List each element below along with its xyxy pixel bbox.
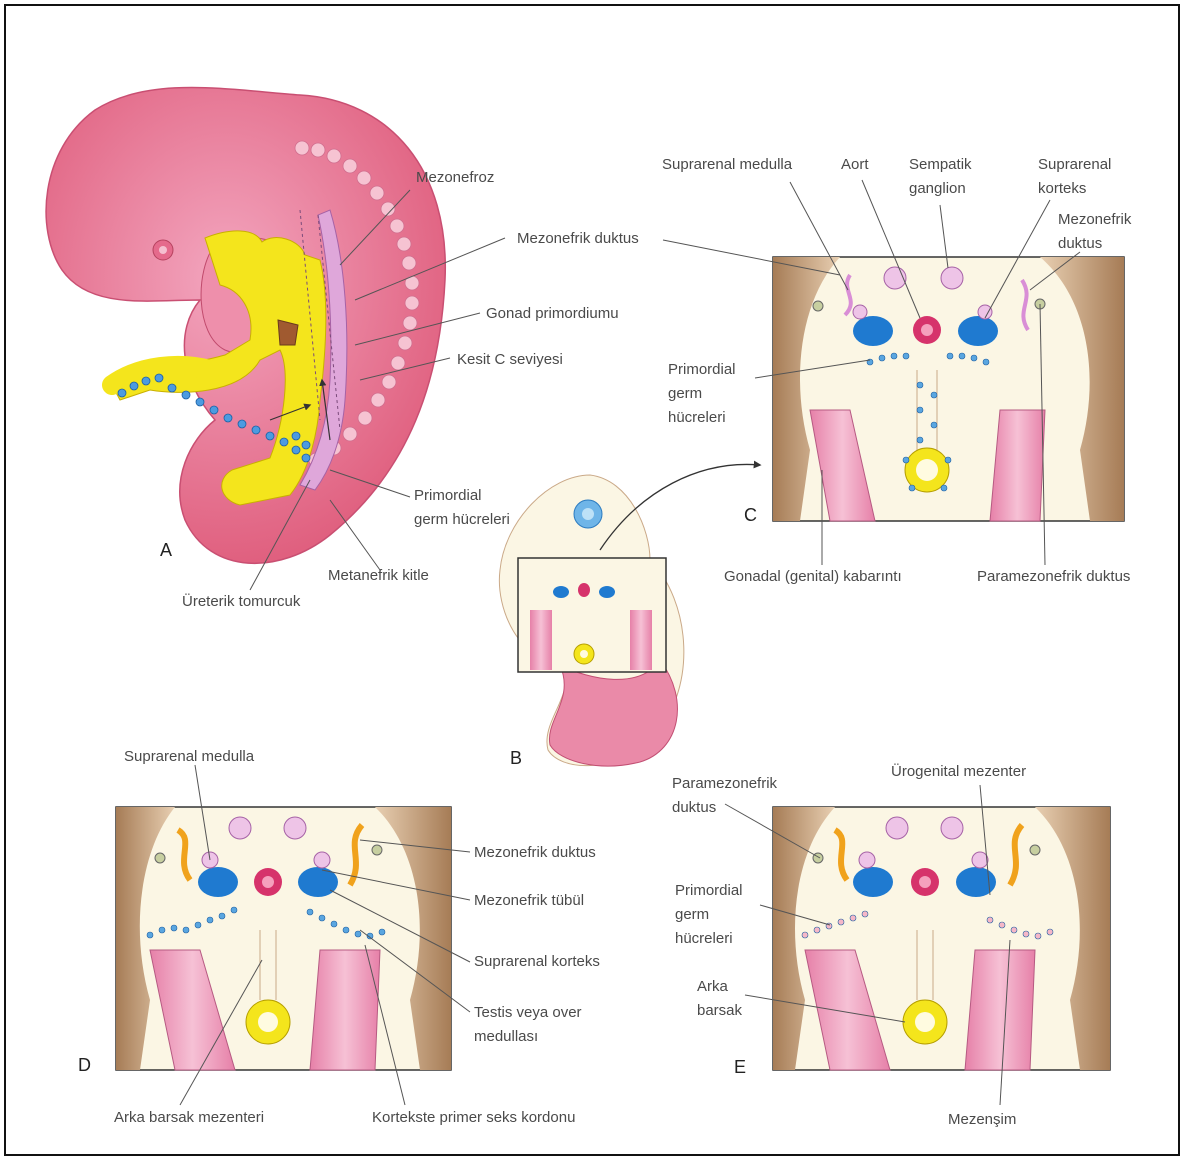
label-e-urogenital: Ürogenital mezenter [891, 762, 1026, 780]
label-c-mezonefrik-2: duktus [1058, 235, 1102, 252]
label-d-suprarenal-medulla: Suprarenal medulla [124, 748, 255, 765]
panel-letter-a: A [160, 540, 172, 560]
label-gonad-primordiumu: Gonad primordiumu [486, 305, 619, 322]
panel-b: B [499, 464, 760, 768]
label-e-primordial-2: germ [675, 906, 709, 923]
panel-letter-d: D [78, 1055, 91, 1075]
label-e-arka-2: barsak [697, 1002, 743, 1019]
label-d-testis-2: medullası [474, 1028, 538, 1045]
label-e-mezensim: Mezenşim [948, 1111, 1016, 1128]
panel-letter-c: C [744, 505, 757, 525]
label-ureterik: Üreterik tomurcuk [182, 592, 301, 610]
label-e-paramezonefrik-1: Paramezonefrik [672, 775, 778, 792]
label-c-primordial-1: Primordial [668, 361, 736, 378]
label-c-primordial-3: hücreleri [668, 409, 726, 426]
label-c-primordial-2: germ [668, 385, 702, 402]
label-c-suprarenal-korteks-2: korteks [1038, 180, 1086, 197]
panel-d: Suprarenal medulla Mezonefrik duktus Mez… [78, 748, 600, 1126]
label-d-kortekste: Kortekste primer seks kordonu [372, 1109, 575, 1126]
label-c-sempatik-1: Sempatik [909, 156, 972, 173]
label-c-aort: Aort [841, 156, 869, 173]
panel-e: Paramezonefrik duktus Ürogenital mezente… [672, 762, 1110, 1128]
label-e-arka-1: Arka [697, 978, 729, 995]
label-primordial-a1: Primordial [414, 487, 482, 504]
label-mezonefrik-duktus: Mezonefrik duktus [517, 230, 639, 247]
label-kesit-c: Kesit C seviyesi [457, 351, 563, 368]
label-c-gonadal: Gonadal (genital) kabarıntı [724, 568, 902, 585]
label-d-mezonefrik-duktus: Mezonefrik duktus [474, 844, 596, 861]
label-e-paramezonefrik-2: duktus [672, 799, 716, 816]
label-metanefrik: Metanefrik kitle [328, 567, 429, 584]
label-c-suprarenal-korteks-1: Suprarenal [1038, 156, 1111, 173]
label-mezonefroz: Mezonefroz [416, 169, 494, 186]
label-e-primordial-3: hücreleri [675, 930, 733, 947]
label-d-mezonefrik-tubul: Mezonefrik tübül [474, 892, 584, 909]
label-d-arka-barsak: Arka barsak mezenteri [114, 1109, 264, 1126]
panel-letter-b: B [510, 748, 522, 768]
label-c-paramezonefrik: Paramezonefrik duktus [977, 568, 1130, 585]
label-d-suprarenal-korteks: Suprarenal korteks [474, 953, 600, 970]
panel-letter-e: E [734, 1057, 746, 1077]
label-primordial-a2: germ hücreleri [414, 511, 510, 528]
label-c-suprarenal-medulla: Suprarenal medulla [662, 156, 793, 173]
label-c-sempatik-2: ganglion [909, 180, 966, 197]
label-c-mezonefrik-1: Mezonefrik [1058, 211, 1132, 228]
label-d-testis-1: Testis veya over [474, 1004, 582, 1021]
panel-c: Suprarenal medulla Aort Sempatik ganglio… [662, 156, 1132, 585]
label-e-primordial-1: Primordial [675, 882, 743, 899]
